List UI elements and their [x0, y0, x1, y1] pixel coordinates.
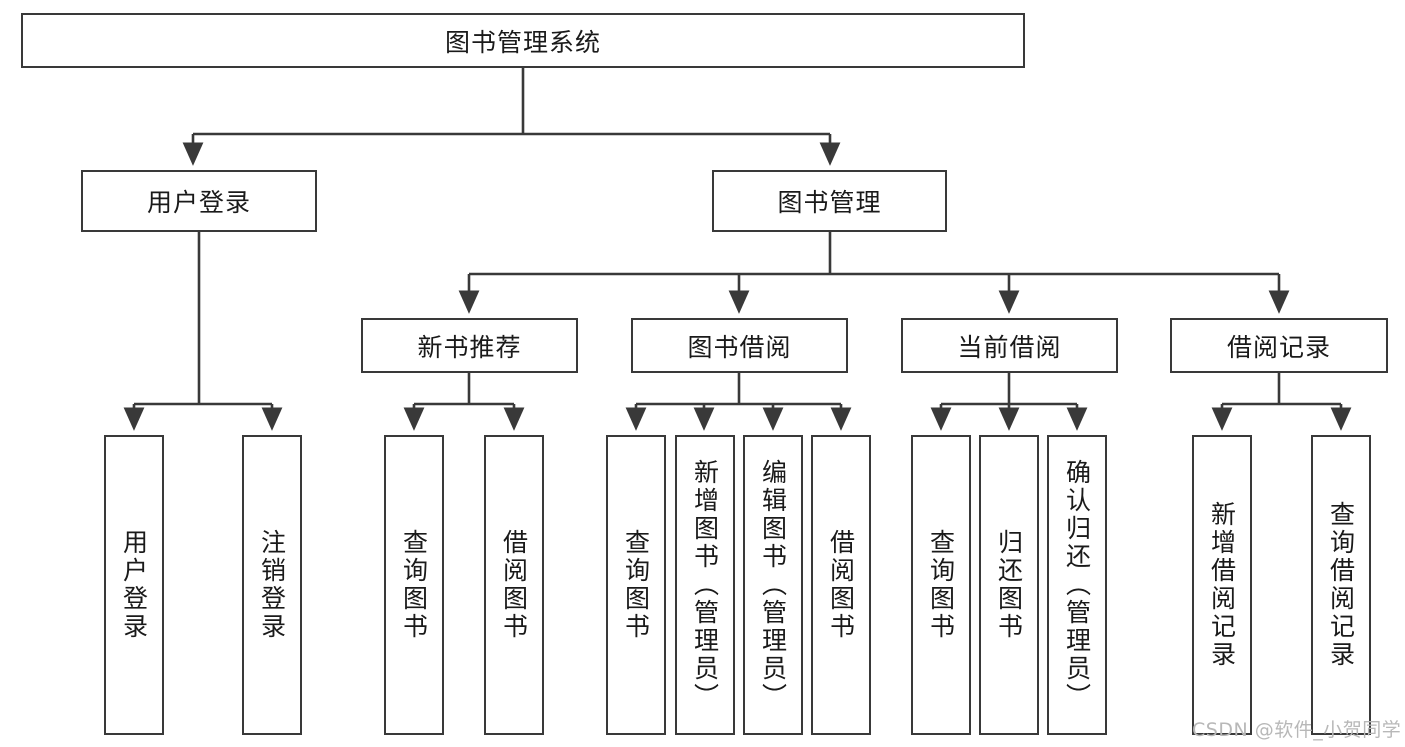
- node-current-borrow[interactable]: 当前借阅: [901, 318, 1118, 373]
- node-label: 归还图书: [994, 529, 1024, 641]
- node-label: 图书管理系统: [444, 27, 601, 57]
- leaf-recommend-query-book[interactable]: 查询图书: [384, 435, 444, 735]
- node-label: 用户登录: [146, 188, 251, 217]
- leaf-record-add-record[interactable]: 新增借阅记录: [1192, 435, 1252, 735]
- csdn-watermark: CSDN @软件_小贺同学: [1192, 719, 1402, 741]
- node-label: 新书推荐: [417, 332, 522, 362]
- leaf-current-confirm-return-admin[interactable]: 确认归还（管理员）: [1047, 435, 1107, 735]
- node-label: 查询借阅记录: [1326, 501, 1356, 669]
- node-label: 图书管理: [777, 188, 882, 217]
- leaf-borrow-add-book-admin[interactable]: 新增图书（管理员）: [675, 435, 735, 735]
- node-root-system[interactable]: 图书管理系统: [21, 13, 1025, 68]
- node-book-borrow[interactable]: 图书借阅: [631, 318, 848, 373]
- node-label: 确认归还（管理员）: [1062, 459, 1092, 711]
- leaf-recommend-borrow-book[interactable]: 借阅图书: [484, 435, 544, 735]
- node-label: 图书借阅: [687, 332, 792, 362]
- leaf-record-query-record[interactable]: 查询借阅记录: [1311, 435, 1371, 735]
- node-label: 查询图书: [621, 529, 651, 641]
- leaf-borrow-borrow-book[interactable]: 借阅图书: [811, 435, 871, 735]
- node-borrow-record[interactable]: 借阅记录: [1170, 318, 1388, 373]
- leaf-current-query-book[interactable]: 查询图书: [911, 435, 971, 735]
- leaf-borrow-edit-book-admin[interactable]: 编辑图书（管理员）: [743, 435, 803, 735]
- leaf-user-login-logout[interactable]: 注销登录: [242, 435, 302, 735]
- leaf-borrow-query-book[interactable]: 查询图书: [606, 435, 666, 735]
- node-new-book-recommend[interactable]: 新书推荐: [361, 318, 578, 373]
- node-label: 新增图书（管理员）: [690, 459, 720, 711]
- node-user-login[interactable]: 用户登录: [81, 170, 317, 232]
- node-label: 用户登录: [119, 529, 149, 641]
- node-book-management[interactable]: 图书管理: [712, 170, 947, 232]
- node-label: 编辑图书（管理员）: [758, 459, 788, 711]
- leaf-current-return-book[interactable]: 归还图书: [979, 435, 1039, 735]
- node-label: 借阅记录: [1226, 332, 1331, 362]
- node-label: 借阅图书: [499, 529, 529, 641]
- node-label: 查询图书: [399, 529, 429, 641]
- node-label: 注销登录: [257, 529, 287, 641]
- node-label: 当前借阅: [957, 332, 1062, 362]
- node-label: 借阅图书: [826, 529, 856, 641]
- leaf-user-login-login[interactable]: 用户登录: [104, 435, 164, 735]
- node-label: 查询图书: [926, 529, 956, 641]
- node-label: 新增借阅记录: [1207, 501, 1237, 669]
